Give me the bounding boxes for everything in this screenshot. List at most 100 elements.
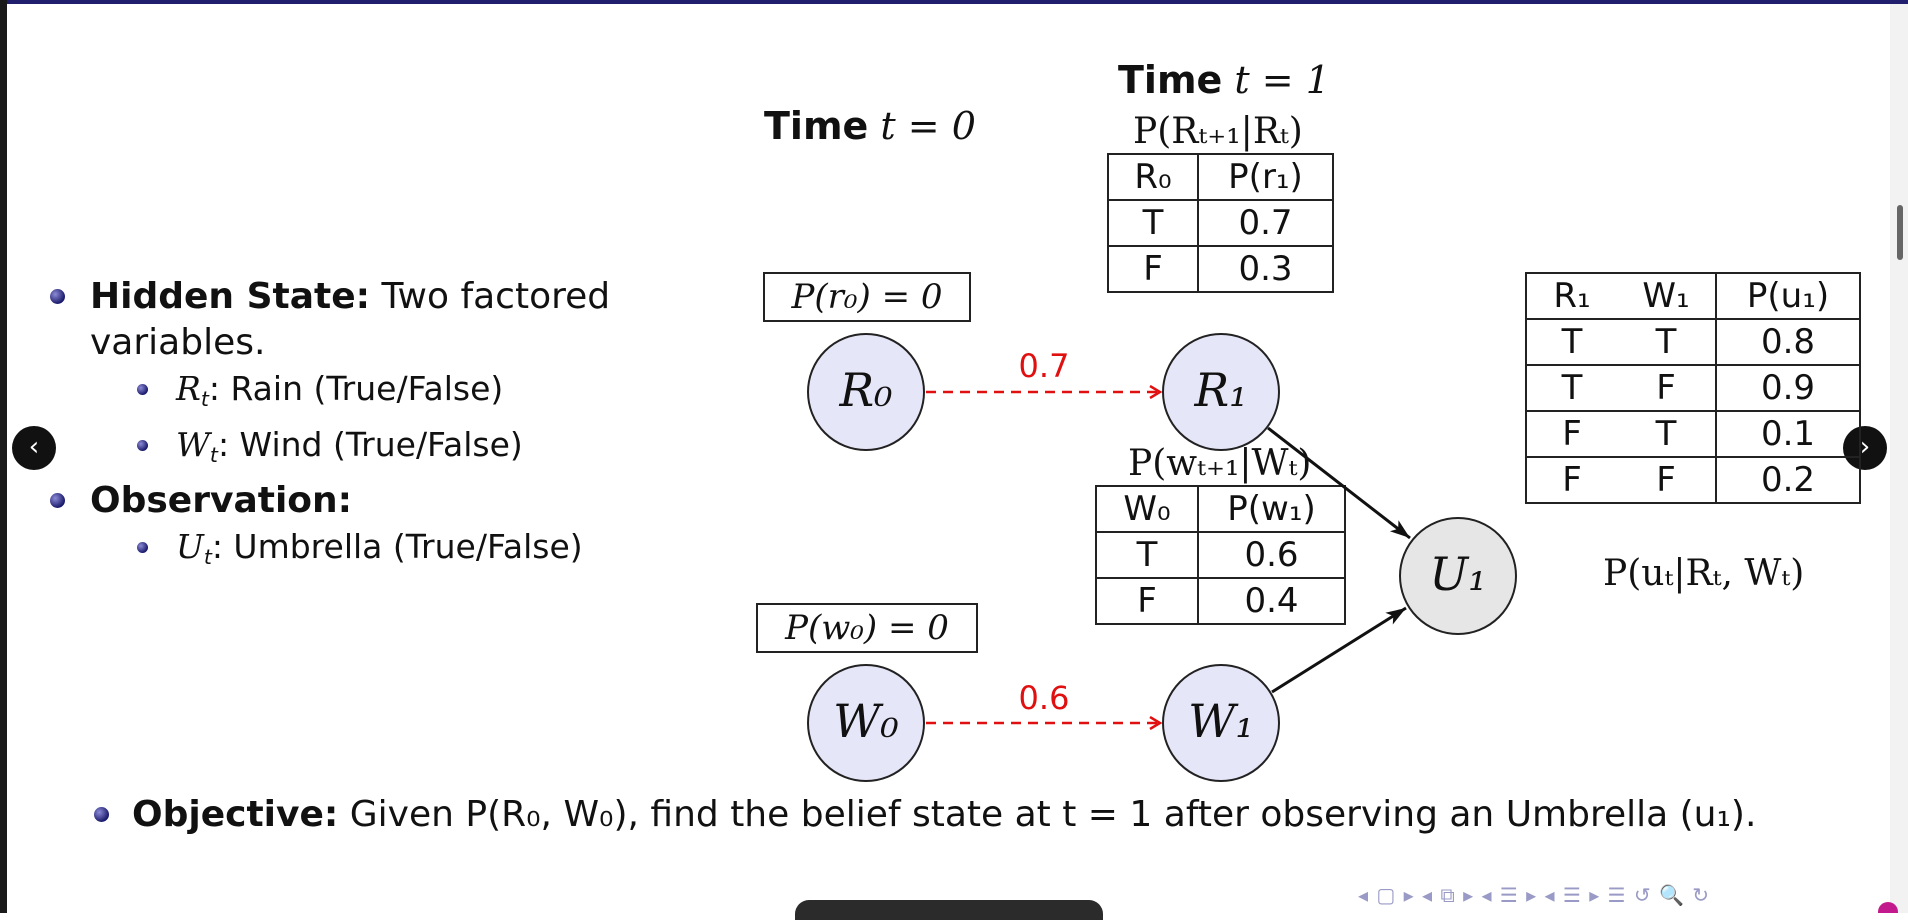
table-cell: T [1617, 410, 1717, 458]
time-1-value: t = 1 [1234, 58, 1330, 102]
table-cell: T [1525, 318, 1617, 366]
table-row: T 0.7 [1107, 199, 1334, 247]
table-header-cell: W₁ [1617, 272, 1717, 320]
table-cell: 0.3 [1197, 245, 1334, 293]
time-0-label: Time t = 0 [764, 104, 976, 148]
top-border [0, 0, 1908, 4]
bullet-icon [94, 807, 109, 822]
table-cell: 0.8 [1715, 318, 1861, 366]
observation-bullet: Observation: [46, 478, 666, 524]
time-0-word: Time [764, 104, 869, 148]
wind-edge-label: 0.6 [1019, 679, 1070, 717]
bullet-icon [50, 289, 65, 304]
w1-to-u1-edge [1271, 606, 1407, 694]
objective-text: Given P(R₀, W₀), find the belief state a… [349, 794, 1757, 835]
table-row: F T 0.1 [1525, 410, 1861, 458]
table-cell: F [1525, 456, 1617, 504]
table-row: F 0.4 [1095, 577, 1346, 625]
beamer-navigation-icons[interactable]: ◂ ▢ ▸ ◂ ⧉ ▸ ◂ ☰ ▸ ◂ ☰ ▸ ☰ ↺ 🔍 ↻ [1358, 883, 1711, 907]
objective-bullet: Objective: Given P(R₀, W₀), find the bel… [92, 792, 1756, 838]
node-r1-label: R₁ [1193, 363, 1247, 417]
chevron-right-icon: › [1859, 432, 1871, 462]
observation-label: Observation: [90, 480, 353, 522]
table-cell: 0.7 [1197, 199, 1334, 247]
rain-text: : Rain (True/False) [208, 369, 504, 408]
node-r0-label: R₀ [838, 363, 892, 417]
node-w0-label: W₀ [833, 694, 899, 748]
table-header-cell: P(r₁) [1197, 153, 1334, 201]
prior-w0-box: P(w₀) = 0 [756, 603, 978, 653]
table-row: F F 0.2 [1525, 456, 1861, 504]
hidden-state-label: Hidden State: [90, 276, 371, 317]
bullet-icon [50, 493, 65, 509]
table-cell: T [1525, 364, 1617, 412]
table-cell: 0.9 [1715, 364, 1861, 412]
table-header-cell: P(w₁) [1197, 485, 1346, 533]
table-header-cell: R₀ [1107, 153, 1199, 201]
rain-transition-table: R₀ P(r₁) T 0.7 F 0.3 [1107, 153, 1334, 293]
r1-to-u1-edge [1267, 426, 1411, 540]
table-header-cell: R₁ [1525, 272, 1617, 320]
objective-label: Objective: [132, 794, 339, 835]
sub-bullet-icon [137, 384, 148, 395]
sensor-table: R₁ W₁ P(u₁) T T 0.8 T F 0.9 F T 0.1 F F … [1525, 272, 1861, 504]
time-1-word: Time [1118, 58, 1223, 102]
node-u1-label: U₁ [1429, 547, 1486, 601]
umbrella-bullet: Ut: Umbrella (True/False) [46, 524, 666, 580]
bullet-list: Hidden State: Two factored variables. Rt… [46, 274, 666, 580]
table-cell: 0.2 [1715, 456, 1861, 504]
table-row: T F 0.9 [1525, 364, 1861, 412]
rain-edge-label: 0.7 [1019, 347, 1070, 385]
umbrella-sub: t [203, 545, 212, 570]
scrollbar[interactable] [1890, 4, 1908, 913]
scrollbar-thumb[interactable] [1897, 205, 1903, 260]
node-u1 [1399, 517, 1517, 635]
rain-transition-title: P(Rₜ₊₁|Rₜ) [1133, 111, 1303, 152]
left-edge [0, 0, 7, 913]
node-r0 [807, 333, 925, 451]
table-cell: F [1525, 410, 1617, 458]
table-header-row: W₀ P(w₁) [1095, 485, 1346, 533]
table-cell: 0.4 [1197, 577, 1346, 625]
corner-mark [1878, 902, 1898, 913]
table-cell: T [1107, 199, 1199, 247]
chevron-left-icon: ‹ [28, 432, 40, 462]
umbrella-text: : Umbrella (True/False) [211, 527, 583, 567]
wind-text: : Wind (True/False) [217, 425, 523, 465]
prev-slide-button[interactable]: ‹ [12, 426, 56, 470]
wind-var: W [176, 425, 210, 465]
node-w0 [807, 664, 925, 782]
node-w1-label: W₁ [1188, 694, 1254, 748]
table-header-cell: P(u₁) [1715, 272, 1861, 320]
umbrella-var: U [176, 527, 204, 567]
sub-bullet-icon [137, 542, 148, 554]
node-r1 [1162, 333, 1280, 451]
table-cell: T [1617, 318, 1717, 366]
wind-sub: t [209, 443, 218, 468]
table-cell: T [1095, 531, 1199, 579]
rain-bullet: Rt: Rain (True/False) [46, 366, 666, 422]
table-cell: 0.1 [1715, 410, 1861, 458]
table-cell: F [1617, 456, 1717, 504]
hidden-state-text: Two factored variables. [90, 276, 611, 363]
table-header-cell: W₀ [1095, 485, 1199, 533]
table-cell: 0.6 [1197, 531, 1346, 579]
bottom-toolbar-tab[interactable] [795, 900, 1103, 920]
rain-sub: t [200, 387, 209, 412]
hidden-state-bullet: Hidden State: Two factored variables. [46, 274, 666, 366]
table-cell: F [1617, 364, 1717, 412]
wind-bullet: Wt: Wind (True/False) [46, 422, 666, 478]
time-1-label: Time t = 1 [1118, 58, 1330, 102]
prior-r0-box: P(r₀) = 0 [763, 272, 971, 322]
table-header-row: R₁ W₁ P(u₁) [1525, 272, 1861, 320]
table-row: T 0.6 [1095, 531, 1346, 579]
wind-transition-table: W₀ P(w₁) T 0.6 F 0.4 [1095, 485, 1346, 625]
sensor-title: P(uₜ|Rₜ, Wₜ) [1603, 553, 1805, 594]
table-cell: F [1107, 245, 1199, 293]
table-row: F 0.3 [1107, 245, 1334, 293]
node-w1 [1162, 664, 1280, 782]
table-row: T T 0.8 [1525, 318, 1861, 366]
time-0-value: t = 0 [880, 104, 976, 148]
sub-bullet-icon [137, 440, 148, 452]
